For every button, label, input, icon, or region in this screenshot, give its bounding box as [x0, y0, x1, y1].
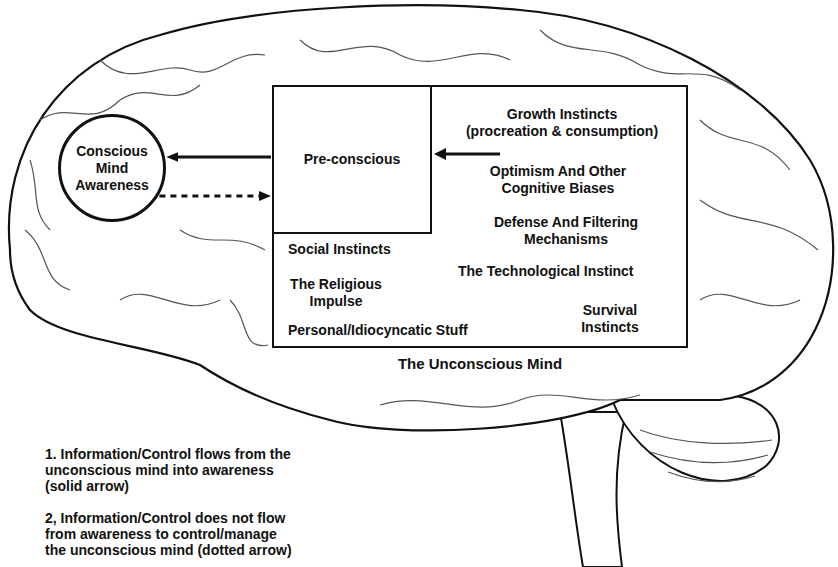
cerebellum-folds — [640, 430, 772, 482]
gyri — [25, 30, 818, 407]
gyrus-line — [700, 200, 818, 250]
flow-arrow-head — [434, 148, 446, 160]
gyrus-line — [30, 160, 50, 230]
gyrus-line — [700, 294, 800, 306]
circle-shape — [60, 116, 165, 221]
cerebellum — [612, 396, 779, 481]
instinct-label: The Technological Instinct — [458, 263, 634, 280]
gyrus-line — [180, 230, 265, 250]
instinct-label: The Religious Impulse — [281, 276, 391, 310]
gyrus-line — [100, 54, 265, 73]
preconscious-box: Pre-conscious — [274, 87, 432, 234]
gyrus-line — [380, 395, 640, 407]
instinct-label: Personal/Idiocyncatic Stuff — [288, 322, 468, 339]
gyrus-line — [230, 300, 268, 346]
gyrus-line — [300, 40, 510, 61]
instinct-label: Growth Instincts (procreation & consumpt… — [465, 106, 659, 140]
region-heading: The Unconscious Mind — [394, 355, 566, 372]
legend-note: 2, Information/Control does not flow fro… — [45, 510, 301, 558]
gyrus-line — [120, 294, 220, 306]
awareness-label: Conscious Mind Awareness — [70, 143, 154, 194]
instinct-label: Survival Instincts — [568, 302, 652, 336]
preconscious-label: Pre-conscious — [304, 151, 400, 168]
flow-arrow-line — [444, 153, 500, 156]
no-flow-arrow — [159, 195, 260, 198]
instinct-label: Optimism And Other Cognitive Biases — [473, 163, 643, 197]
brainstem — [560, 412, 626, 567]
instinct-label: Social Instincts — [288, 241, 391, 258]
gyrus-line — [700, 120, 790, 170]
gyrus-line — [540, 30, 740, 90]
brain-outline — [9, 5, 833, 430]
gyrus-line — [25, 230, 70, 290]
box-ground — [272, 85, 688, 348]
flow-arrow — [177, 156, 271, 159]
awareness-circle: Conscious Mind Awareness — [58, 114, 166, 222]
legend-note: 1. Information/Control flows from the un… — [45, 446, 301, 494]
instinct-label: Defense And Filtering Mechanisms — [481, 214, 651, 248]
